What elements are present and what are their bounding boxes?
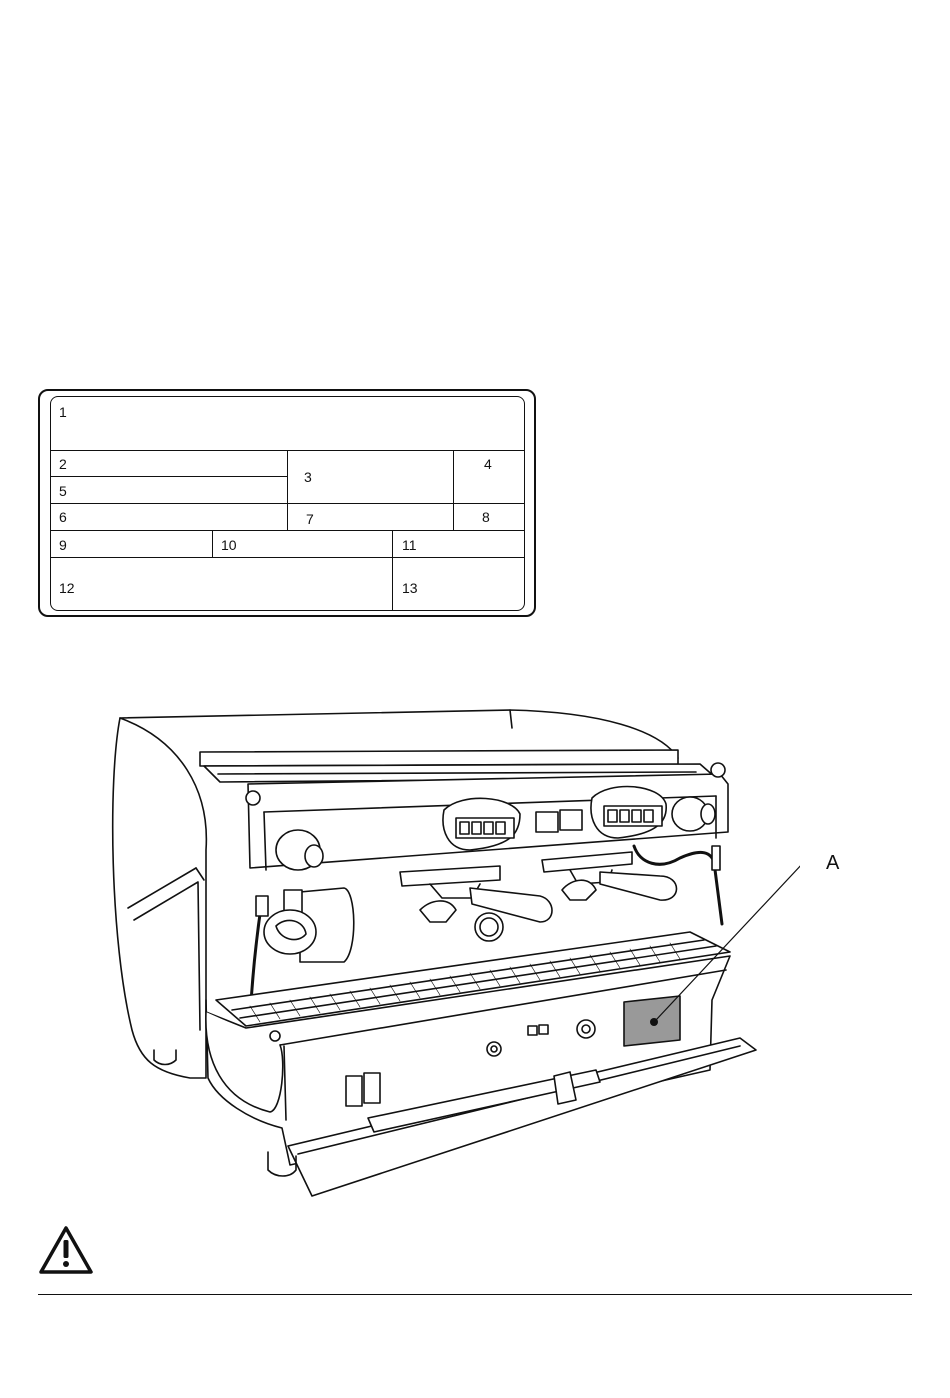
plate-divider (212, 530, 213, 557)
plate-field-12: 12 (59, 581, 75, 595)
plate-field-11: 11 (402, 538, 417, 552)
bottom-rule (38, 1294, 912, 1295)
plate-divider (392, 530, 393, 610)
callout-label-a: A (826, 853, 839, 873)
plate-divider (51, 476, 287, 477)
plate-field-10: 10 (221, 538, 237, 552)
plate-divider (453, 450, 454, 530)
espresso-machine-illustration (100, 700, 800, 1200)
plate-field-3: 3 (304, 470, 312, 484)
plate-field-5: 5 (59, 484, 67, 498)
plate-field-4: 4 (484, 457, 492, 471)
plate-field-8: 8 (482, 510, 490, 524)
plate-field-13: 13 (402, 581, 418, 595)
plate-divider (51, 557, 524, 558)
plate-field-2: 2 (59, 457, 67, 471)
warning-triangle-icon (38, 1225, 94, 1275)
plate-divider (287, 450, 288, 530)
plate-field-9: 9 (59, 538, 67, 552)
plate-field-7: 7 (306, 512, 314, 526)
plate-divider (51, 530, 524, 531)
plate-field-6: 6 (59, 510, 67, 524)
plate-field-1: 1 (59, 405, 67, 419)
